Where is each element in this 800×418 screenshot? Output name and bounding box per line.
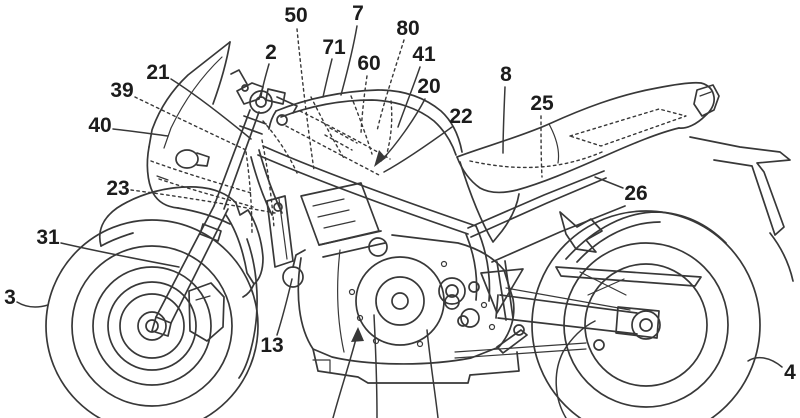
grab-rail (689, 136, 791, 236)
ref-label-8: 8 (500, 63, 512, 86)
ref-label-26: 26 (624, 182, 647, 205)
ref-label-50: 50 (284, 4, 307, 27)
oil-pan (312, 348, 520, 384)
radiator (266, 195, 294, 268)
engine (282, 182, 515, 365)
leader-line-40 (112, 128, 169, 137)
water-pump (282, 266, 304, 288)
footpeg-bracket (444, 268, 605, 359)
leader-line-71 (322, 58, 333, 98)
chain-guard (555, 266, 702, 296)
ref-label-60: 60 (357, 52, 380, 75)
fuel-tank (268, 89, 463, 156)
leader-line-22 (383, 126, 453, 173)
valve-cover (300, 182, 380, 246)
clutch-cover (355, 256, 445, 346)
ref-label-13: 13 (260, 334, 283, 357)
leader-line-26 (594, 176, 624, 189)
rear-fender (565, 211, 794, 282)
leader-line-13 (276, 278, 293, 336)
ref-label-7: 7 (352, 2, 364, 25)
ref-label-2: 2 (265, 41, 277, 64)
rear-shock (496, 260, 514, 321)
headlight (175, 149, 199, 169)
ref-label-25: 25 (530, 92, 554, 115)
front-axle-plate (151, 316, 172, 337)
ref-label-23: 23 (106, 177, 129, 200)
belly-panel (238, 238, 258, 379)
leader-line-41 (397, 66, 421, 128)
ref-label-4: 4 (784, 361, 796, 384)
motorcycle-line-art (45, 41, 794, 418)
subframe (467, 170, 626, 263)
swingarm (495, 260, 660, 339)
leader-line-25 (540, 115, 543, 178)
ref-label-41: 41 (412, 43, 436, 66)
leader-line-7 (340, 25, 358, 96)
leader-line-3 (16, 301, 49, 308)
ref-label-80: 80 (396, 17, 419, 40)
hidden-detail-lines (150, 95, 687, 236)
front-fork (151, 109, 267, 337)
ref-label-40: 40 (88, 114, 111, 137)
arrowhead-20 (374, 150, 386, 167)
reference-labels: 50 7 71 80 60 41 20 2 21 39 40 23 31 3 13 8 25 22 26 4 (4, 2, 796, 384)
leader-line-31 (60, 242, 180, 268)
leader-lines (16, 25, 783, 418)
cutoff-leader-1 (332, 334, 358, 418)
ref-label-71: 71 (322, 36, 346, 59)
front-brake-caliper (188, 282, 225, 342)
tail-cowl (693, 84, 720, 117)
leader-line-80 (376, 39, 405, 132)
front-fender (98, 186, 264, 298)
brake-pedal (496, 329, 528, 354)
ref-label-3: 3 (4, 286, 16, 309)
cutoff-leader-3 (426, 329, 439, 418)
ref-label-22: 22 (449, 105, 472, 128)
ref-label-20: 20 (417, 75, 440, 98)
front-wheel (45, 219, 259, 418)
ref-label-31: 31 (36, 226, 60, 249)
ref-label-39: 39 (110, 79, 133, 102)
leader-line-2 (260, 63, 270, 98)
side-cover (459, 161, 520, 243)
leader-line-21 (170, 78, 252, 140)
cutoff-arrowhead-1 (351, 327, 364, 342)
cutoff-leader-2 (373, 314, 378, 418)
fork-band (199, 223, 222, 242)
hidden-tail-compartment (569, 108, 687, 147)
cutoff-leader-4 (555, 320, 596, 418)
arrowheads (351, 150, 386, 342)
front-fairing (146, 146, 231, 225)
handlebar-controls (230, 69, 298, 126)
leader-line-4 (747, 356, 783, 368)
leader-line-39 (134, 96, 247, 151)
leader-line-60 (360, 75, 368, 134)
leader-line-8 (502, 86, 506, 154)
leader-line-23 (130, 189, 276, 214)
ref-label-21: 21 (146, 61, 170, 84)
leader-line-20 (380, 98, 426, 162)
windscreen (148, 41, 231, 149)
rear-axle-plate (615, 306, 660, 339)
seat (456, 81, 715, 243)
leader-line-50 (296, 28, 315, 171)
